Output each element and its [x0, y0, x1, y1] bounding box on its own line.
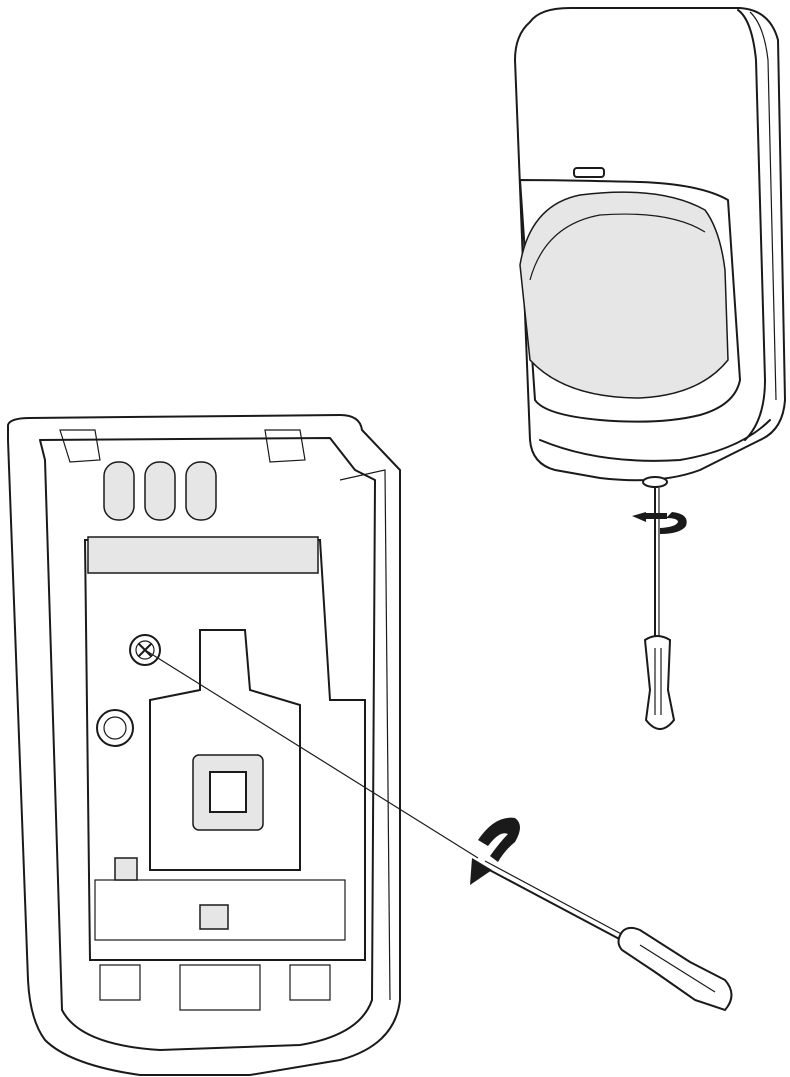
- detector-cover: [515, 8, 785, 487]
- cable-entry: [104, 462, 134, 520]
- screwdriver-icon: [645, 488, 674, 729]
- rotate-arrow-icon: [470, 818, 520, 885]
- open-detector-base: [8, 415, 400, 1075]
- cable-entry: [145, 462, 175, 520]
- terminal-block: [88, 537, 318, 573]
- led-window: [574, 168, 604, 177]
- screwdriver-icon: [482, 861, 732, 1010]
- detector-lens: [520, 192, 728, 398]
- cable-entry: [186, 462, 216, 520]
- capacitor: [97, 710, 133, 746]
- cover-screw-hole: [643, 477, 667, 487]
